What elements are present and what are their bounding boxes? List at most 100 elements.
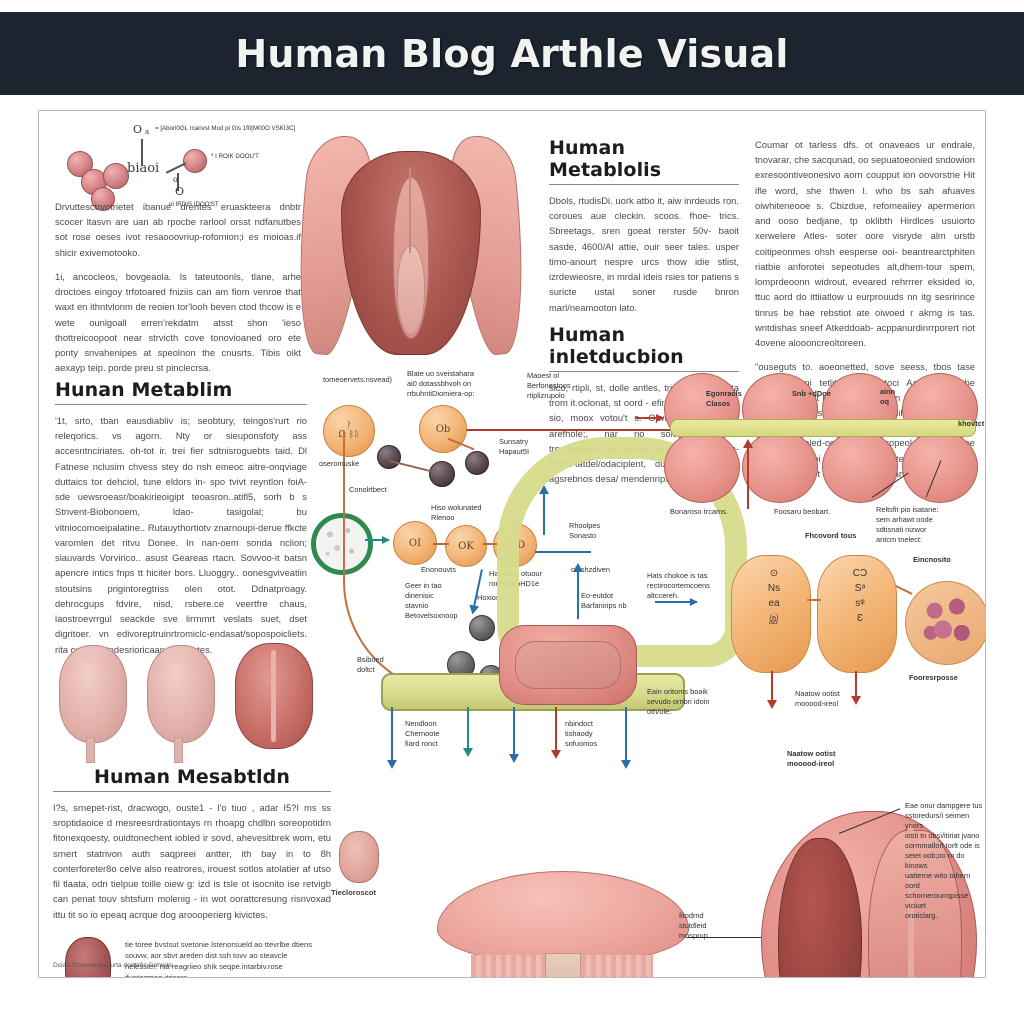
organ-central-vessel <box>409 167 411 253</box>
heading-human-mesabtldn: Human Mesabtldn <box>53 766 331 792</box>
organ-hilum <box>397 245 425 335</box>
node-connector <box>483 543 497 545</box>
bottom-organ-note: fitodrnd stutdleid mosprup <box>679 911 708 940</box>
atom-glyph-o-small: o <box>173 175 178 184</box>
left-top-paragraph-1: Drvuttesctrvotrietet ibanue drentes erua… <box>55 201 301 258</box>
diagram-label-mid-b: Enonouvts <box>421 565 456 574</box>
cell-bottom-note-b: Naatow ootist mooood-ireol <box>795 689 840 708</box>
cell-pair-figure: Fhcovord tous ⊙ Ns ea இ CƆ Sᵊ sᵠ Ԑ Eincn… <box>647 531 985 716</box>
molecule-center-glyph: biaoi <box>127 161 160 176</box>
diagram-label-mid-a: Hiso wolunated Rlenoo <box>431 503 482 522</box>
arrow-into-cells <box>655 598 698 606</box>
diagram-label-left-a: oseromuske <box>319 459 360 468</box>
organ-cap <box>437 871 689 965</box>
organ-stalk <box>545 953 581 977</box>
molecule-ball <box>469 615 495 641</box>
chain-label-c: ainn oq <box>880 387 896 406</box>
cell-oval-b-contents: CƆ Sᵊ sᵠ Ԑ <box>852 568 868 624</box>
specimen-label: Tiecloroscot <box>331 888 377 897</box>
diagram-label-top-mid: Blate uo sveistahara ai0 dotassbhvoh on … <box>407 369 475 398</box>
left-top-text-column: Drvuttesctrvotrietet ibanue drentes erua… <box>55 199 301 385</box>
arrow-down-blue-c <box>509 707 519 763</box>
lobule-duct <box>670 419 976 437</box>
organ-annotation-note: Eae onur dampgere tus sstoredurs/i seime… <box>905 801 983 920</box>
organ-specimen-2-stem <box>174 737 183 763</box>
atom-glyph-o-bottom: O <box>175 185 185 198</box>
arrow-down-blue-d <box>621 707 631 769</box>
heading-human-introduction: Human inletducbion <box>549 324 739 372</box>
cluster-label: Eincnosito <box>913 555 951 564</box>
chem-label-right: * I ROIK DOOU'T <box>211 153 259 160</box>
bottom-organ-leader <box>687 937 771 938</box>
bond-line <box>141 139 143 165</box>
diagram-label-ball: Bsiboed doltct <box>357 655 384 674</box>
gland-inner <box>515 641 621 689</box>
page-title: Human Blog Arthle Visual <box>235 31 789 76</box>
organ-inner-tubules <box>778 838 862 977</box>
cell-oval-a: ⊙ Ns ea இ <box>731 555 811 673</box>
chain-note-c: Reltsfit pio isatane: sem arhawt oode sd… <box>876 505 939 544</box>
right-top-paragraph-1: Coumar ot tarless dfs. ot onaveaos ur en… <box>755 139 975 349</box>
chain-label-b: Snb +dDoe <box>792 389 831 398</box>
organ-top-note: Naatow ootist mooood-ireol <box>787 749 836 768</box>
left-bottom-figure-block: tie toree bvstsut svetonie lstenorsueld … <box>53 931 331 978</box>
lobule-chain-figure: Egonracls Clasos Snb +dDoe ainn oq khovt… <box>664 373 985 544</box>
left-top-paragraph-2: 1i, ancocleos, bovgeaola. Is tateutoonls… <box>55 270 301 374</box>
atom-sphere <box>103 163 129 189</box>
organ-specimen-3-cross-section <box>235 643 313 749</box>
specimen-thumbnail <box>65 936 111 977</box>
diagram-label-mid-c: Geer in tao dinenisic stavnio Betovelsox… <box>405 581 458 620</box>
left-middle-paragraph: '1t, srto, tban eausdiabliv is; seobtury… <box>55 415 307 655</box>
organ-specimen-1 <box>59 645 127 743</box>
organ-specimen-1-stem <box>86 737 95 763</box>
diagram-label-top-left: tomeoervets:nsvead) <box>323 375 393 384</box>
footer-note: Dciau 'Kcoenargud urta dontirfic Gohroli… <box>53 962 176 969</box>
cell-oval-a-contents: ⊙ Ns ea இ <box>767 568 781 624</box>
chain-label-a: Egonracls Clasos <box>706 389 742 408</box>
atom-glyph-o-top: O <box>133 123 143 136</box>
bond-line <box>165 162 187 174</box>
heading-hunan-metablim: Hunan Metablim <box>55 379 307 405</box>
lobule-bottom-2 <box>742 431 818 503</box>
atom-glyph-sub: a <box>145 128 150 136</box>
arrow-down-blue-b <box>387 707 397 769</box>
left-bottom-figure-caption: tie toree bvstsut svetonie lstenorsueld … <box>125 939 312 978</box>
arrow-up-red-chain <box>743 439 753 509</box>
thoracic-organ-illustration <box>287 127 535 373</box>
bond-line <box>177 173 179 191</box>
diagram-label-top-right: Maoest ol Berfonestoos rtiplizrupolo <box>527 371 571 400</box>
bottom-right-organ-cross-section <box>761 811 977 977</box>
diagram-label-left-b: Conolrtbect <box>349 485 387 494</box>
lobule-bottom-1 <box>664 431 740 503</box>
lobule-bottom-3 <box>822 431 898 503</box>
organ-specimen-row <box>55 641 317 763</box>
organ-specimen-3-septum <box>271 650 276 742</box>
chain-label-side: khovtct <box>958 419 985 428</box>
cell-connector <box>807 599 821 601</box>
organ-specimen-2 <box>147 645 215 743</box>
center-top-paragraph-1: Dbols, rtudisDi. uork atbo it, aiw inrde… <box>549 195 739 313</box>
cluster-connector <box>895 585 913 595</box>
page-header: Human Blog Arthle Visual <box>0 12 1024 95</box>
diagram-label-down-a: Nendloon Chernoote fiard ronct <box>405 719 440 748</box>
cluster-caption: Fooresrposse <box>909 673 958 682</box>
arrow-down-red <box>551 707 561 759</box>
cell-left-note: Hats chokoe is tas rectirocortemcoens al… <box>647 571 710 600</box>
diagram-label-mid-d: Hoxioso <box>477 593 504 602</box>
arrow-cell-down-b <box>851 671 861 705</box>
specimen-secondary <box>339 831 379 883</box>
chem-label-bottom: oi IRDIS IDOO'ST <box>169 201 219 208</box>
chemical-structure-figure: O a biaoi o O = [Aborl0GL rcanvst Mod pl… <box>59 117 299 213</box>
diagram-label-sat-a: Sunsatry Hapaut5I <box>499 437 529 456</box>
cell-figure-title: Fhcovord tous <box>805 531 857 540</box>
heading-human-metabolis: Human Metablolis <box>549 137 739 185</box>
molecule-ball <box>465 451 489 475</box>
organ-central-duct <box>908 824 914 977</box>
atom-sphere <box>91 187 115 211</box>
chain-note-a: Bonaroso trcams. <box>670 507 728 516</box>
left-middle-text-column: Hunan Metablim '1t, srto, tban eausdiabl… <box>55 379 307 666</box>
chain-note-b: Foosaru beobart. <box>774 507 831 516</box>
content-card: O a biaoi o O = [Aborl0GL rcanvst Mod pl… <box>38 110 986 978</box>
diagram-label-down-b: nbindoct tishaody sofuomos <box>565 719 598 748</box>
